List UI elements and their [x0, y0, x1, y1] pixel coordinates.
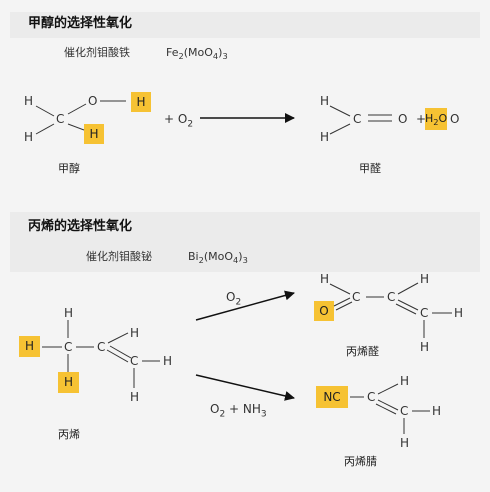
acrolein-c1: C: [352, 290, 361, 304]
acrylonitrile-h-top: H: [400, 374, 410, 388]
acrolein-c2: C: [387, 290, 396, 304]
propylene-double-b: [109, 345, 132, 359]
acrolein-bond-h-c1: [329, 283, 351, 295]
water-o: O: [450, 112, 460, 126]
acrolein-double-a: [333, 297, 351, 307]
propylene-c1: C: [64, 340, 73, 354]
methanol-h-top: H: [24, 94, 34, 108]
acrolein-bond-c2-h: [397, 282, 419, 295]
acrylonitrile-c2: C: [400, 404, 409, 418]
methanol-bond-c-o: [67, 103, 87, 115]
methanol-highlight-oh-h: H: [131, 92, 151, 112]
acrylonitrile-h-bottom: H: [400, 436, 410, 450]
section1-title: 甲醇的选择性氧化: [28, 16, 133, 31]
propylene-h-bottom: H: [130, 390, 140, 404]
formaldehyde-h-bottom: H: [320, 130, 330, 144]
acrylonitrile-c1: C: [367, 390, 376, 404]
propylene-h-c2: H: [130, 326, 140, 340]
acrylonitrile-double-b: [375, 403, 397, 415]
acrolein-double-d: [395, 303, 417, 315]
acrolein-double-b: [335, 301, 353, 311]
reagent-o2: O2: [226, 290, 242, 308]
formaldehyde-h-top: H: [320, 94, 330, 108]
acrolein-c3: C: [420, 306, 429, 320]
arrow-propylene-to-acrylonitrile: [195, 374, 295, 401]
section1-catalyst-formula: Fe2(MoO4)3: [166, 46, 228, 62]
methanol-label: 甲醇: [58, 162, 80, 175]
methanol-bond-h-c-top: [35, 105, 55, 117]
methanol-bond-h-c-bottom: [35, 123, 55, 135]
acrylonitrile-bond-c1-h: [377, 383, 399, 395]
reagent-o2-nh3: O2 + NH3: [210, 402, 267, 420]
methanol-h-bottom: H: [24, 130, 34, 144]
acrylonitrile-double-a: [377, 399, 399, 411]
acrolein-h-right: H: [454, 306, 464, 320]
section2-catalyst-formula: Bi2(MoO4)3: [188, 250, 248, 266]
propylene-c2: C: [97, 340, 106, 354]
acrylonitrile-h-right: H: [432, 404, 442, 418]
section1-catalyst-name: 催化剂钼酸铁: [64, 46, 130, 59]
section2-title: 丙烯的选择性氧化: [28, 219, 133, 234]
propylene-double-a: [106, 349, 129, 363]
acrolein-h-top: H: [320, 272, 330, 286]
acrolein-double-c: [397, 299, 419, 311]
water-highlight: H2O: [425, 108, 447, 130]
arrow-propylene-to-acrolein: [195, 290, 295, 321]
methanol-c: C: [56, 112, 65, 126]
methanol-bond-c-h: [67, 123, 85, 131]
acrolein-h-c2: H: [420, 272, 430, 286]
section1-title-band: [10, 12, 480, 38]
section2-catalyst-name: 催化剂钼酸铋: [86, 250, 152, 263]
section2-title-band: [10, 212, 480, 272]
acrylonitrile-highlight-nc: NC: [316, 386, 348, 408]
acrolein-label: 丙烯醛: [346, 345, 379, 358]
formaldehyde-label: 甲醛: [359, 162, 381, 175]
formaldehyde-o: O: [398, 112, 408, 126]
methanol-o: O: [88, 94, 98, 108]
propylene-label: 丙烯: [58, 428, 80, 441]
plus-o2: + O2: [164, 112, 194, 130]
formaldehyde-c: C: [353, 112, 362, 126]
propylene-bond-c2-h: [107, 332, 129, 344]
formaldehyde-bond-h-c-top: [329, 105, 351, 117]
acrylonitrile-label: 丙烯腈: [344, 455, 377, 468]
propylene-h-right: H: [163, 354, 173, 368]
methanol-highlight-ch-h: H: [84, 124, 104, 144]
propylene-highlight-h-left: H: [19, 336, 40, 357]
propylene-highlight-h-bottom: H: [58, 372, 79, 393]
propylene-h-top: H: [64, 306, 74, 320]
acrolein-highlight-o: O: [314, 301, 334, 321]
propylene-c3: C: [130, 354, 139, 368]
acrolein-h-bottom: H: [420, 340, 430, 354]
formaldehyde-bond-h-c-bottom: [329, 123, 351, 135]
plus-sign: +: [416, 112, 427, 126]
